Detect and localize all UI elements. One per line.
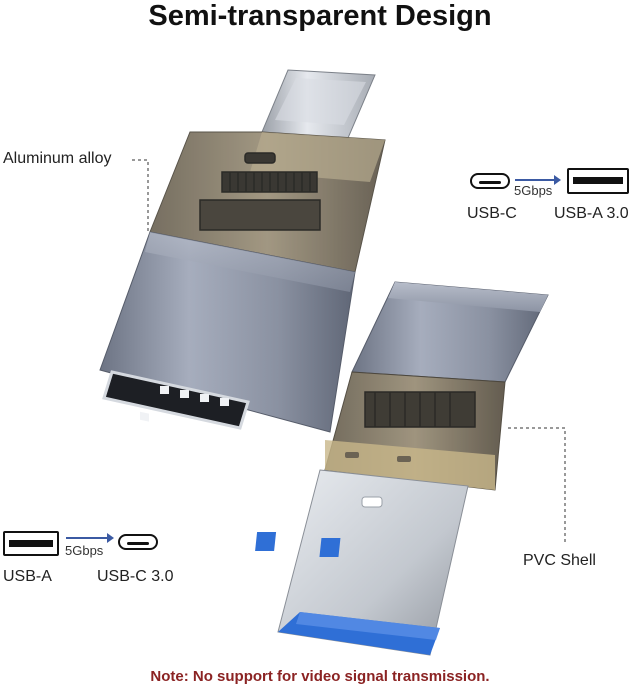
circuit-board-2 (364, 391, 476, 428)
usb-c-port-icon (118, 534, 158, 550)
arrow-icon (515, 175, 561, 185)
usb-a-female-port (102, 370, 250, 430)
page-title: Semi-transparent Design (148, 0, 492, 32)
usb-a-port-icon (567, 168, 629, 194)
speed-label: 5Gbps (514, 183, 553, 198)
usb-a-hole-left (255, 532, 277, 551)
usb-a-hole-right (319, 538, 341, 557)
speed-label: 5Gbps (65, 543, 104, 558)
video-support-note: Note: No support for video signal transm… (150, 668, 490, 685)
callout-line-pvc (508, 427, 566, 542)
port-contacts (140, 386, 229, 422)
arrow-icon (66, 533, 114, 543)
usb-a-port-icon (3, 531, 59, 556)
callout-aluminum-alloy: Aluminum alloy (3, 150, 112, 167)
callout-line-aluminum (132, 159, 149, 232)
spec-bottom-left-label: USB-A (3, 568, 52, 585)
usb-c-port-icon (470, 173, 510, 189)
circuit-board (199, 152, 321, 231)
adapter-usbc-to-usba (99, 69, 386, 433)
spec-top-left-label: USB-C (467, 205, 517, 222)
spec-bottom-right-label: USB-C 3.0 (97, 568, 174, 585)
spec-top-right-label: USB-A 3.0 (554, 205, 629, 222)
adapter-usba-to-usbc (255, 281, 549, 656)
callout-pvc-shell: PVC Shell (523, 552, 596, 569)
